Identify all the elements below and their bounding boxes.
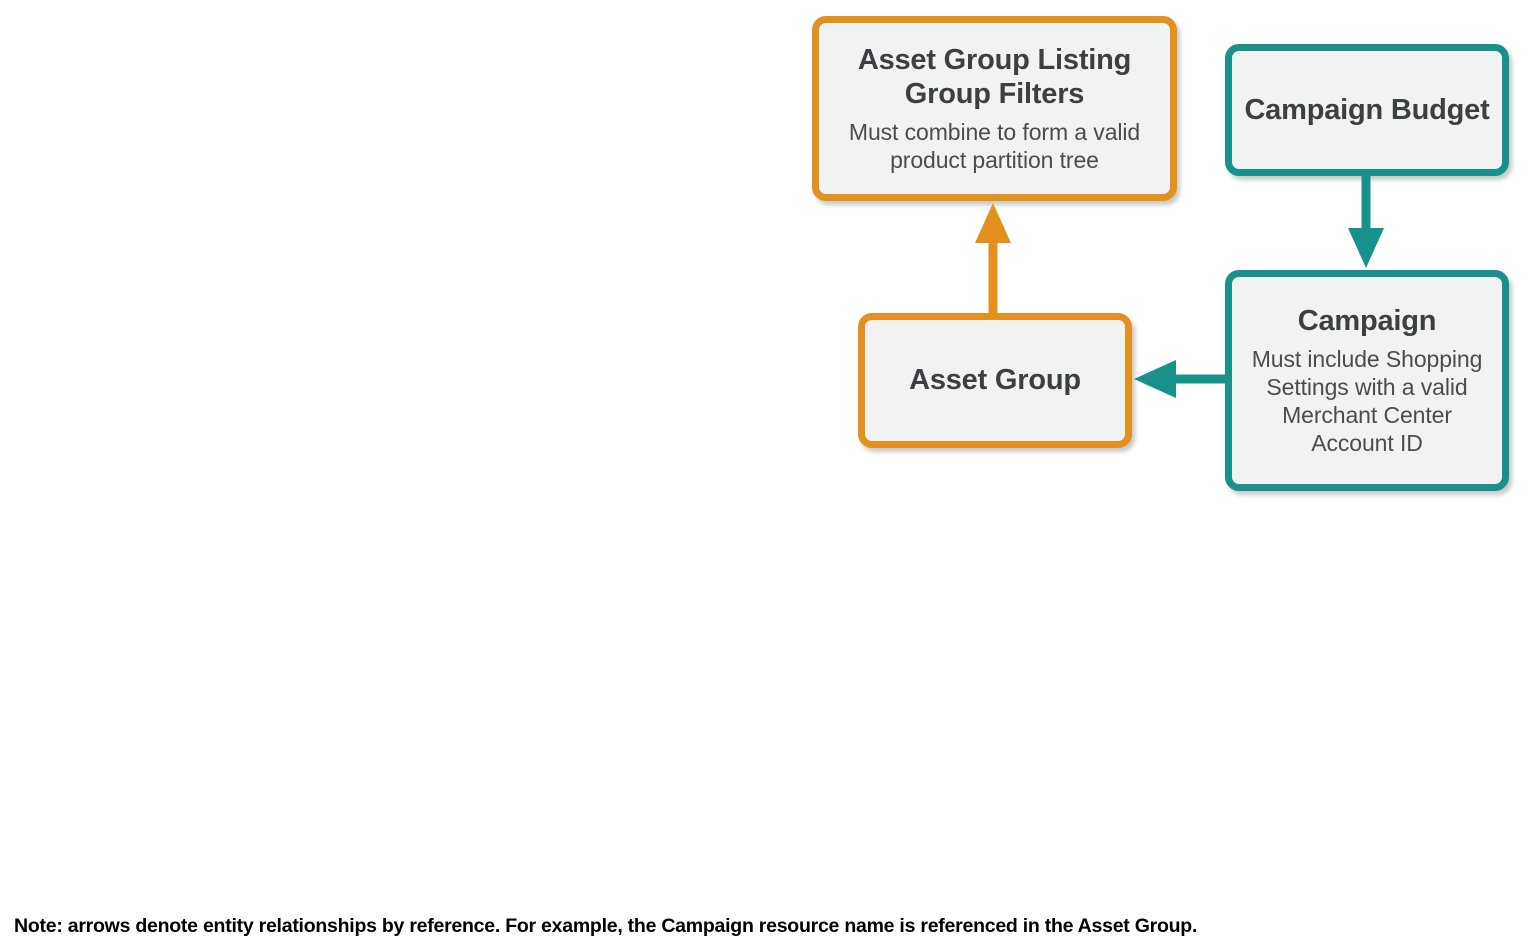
node-asset-group-listing-group-filters[interactable]: Asset Group Listing Group Filters Must c… — [812, 16, 1177, 201]
arrowhead-down-icon — [1348, 228, 1384, 268]
node-campaign-budget[interactable]: Campaign Budget — [1225, 44, 1509, 176]
node-title: Campaign Budget — [1244, 93, 1490, 126]
node-subtitle: Must combine to form a valid product par… — [848, 118, 1141, 173]
node-asset-group[interactable]: Asset Group — [858, 313, 1132, 448]
diagram-note: Note: arrows denote entity relationships… — [14, 915, 1198, 937]
arrowhead-up-icon — [975, 203, 1011, 243]
node-title: Campaign — [1297, 305, 1437, 338]
edge-campaign-budget-to-campaign — [1348, 172, 1384, 268]
node-subtitle: Must include Shopping Settings with a va… — [1251, 345, 1483, 456]
edge-asset-group-to-listing-group-filters — [975, 203, 1011, 315]
node-title: Asset Group Listing Group Filters — [857, 43, 1132, 111]
node-title: Asset Group — [909, 364, 1081, 397]
edge-campaign-to-asset-group — [1134, 360, 1228, 398]
arrowhead-left-icon — [1134, 360, 1176, 398]
node-campaign[interactable]: Campaign Must include Shopping Settings … — [1225, 270, 1509, 491]
